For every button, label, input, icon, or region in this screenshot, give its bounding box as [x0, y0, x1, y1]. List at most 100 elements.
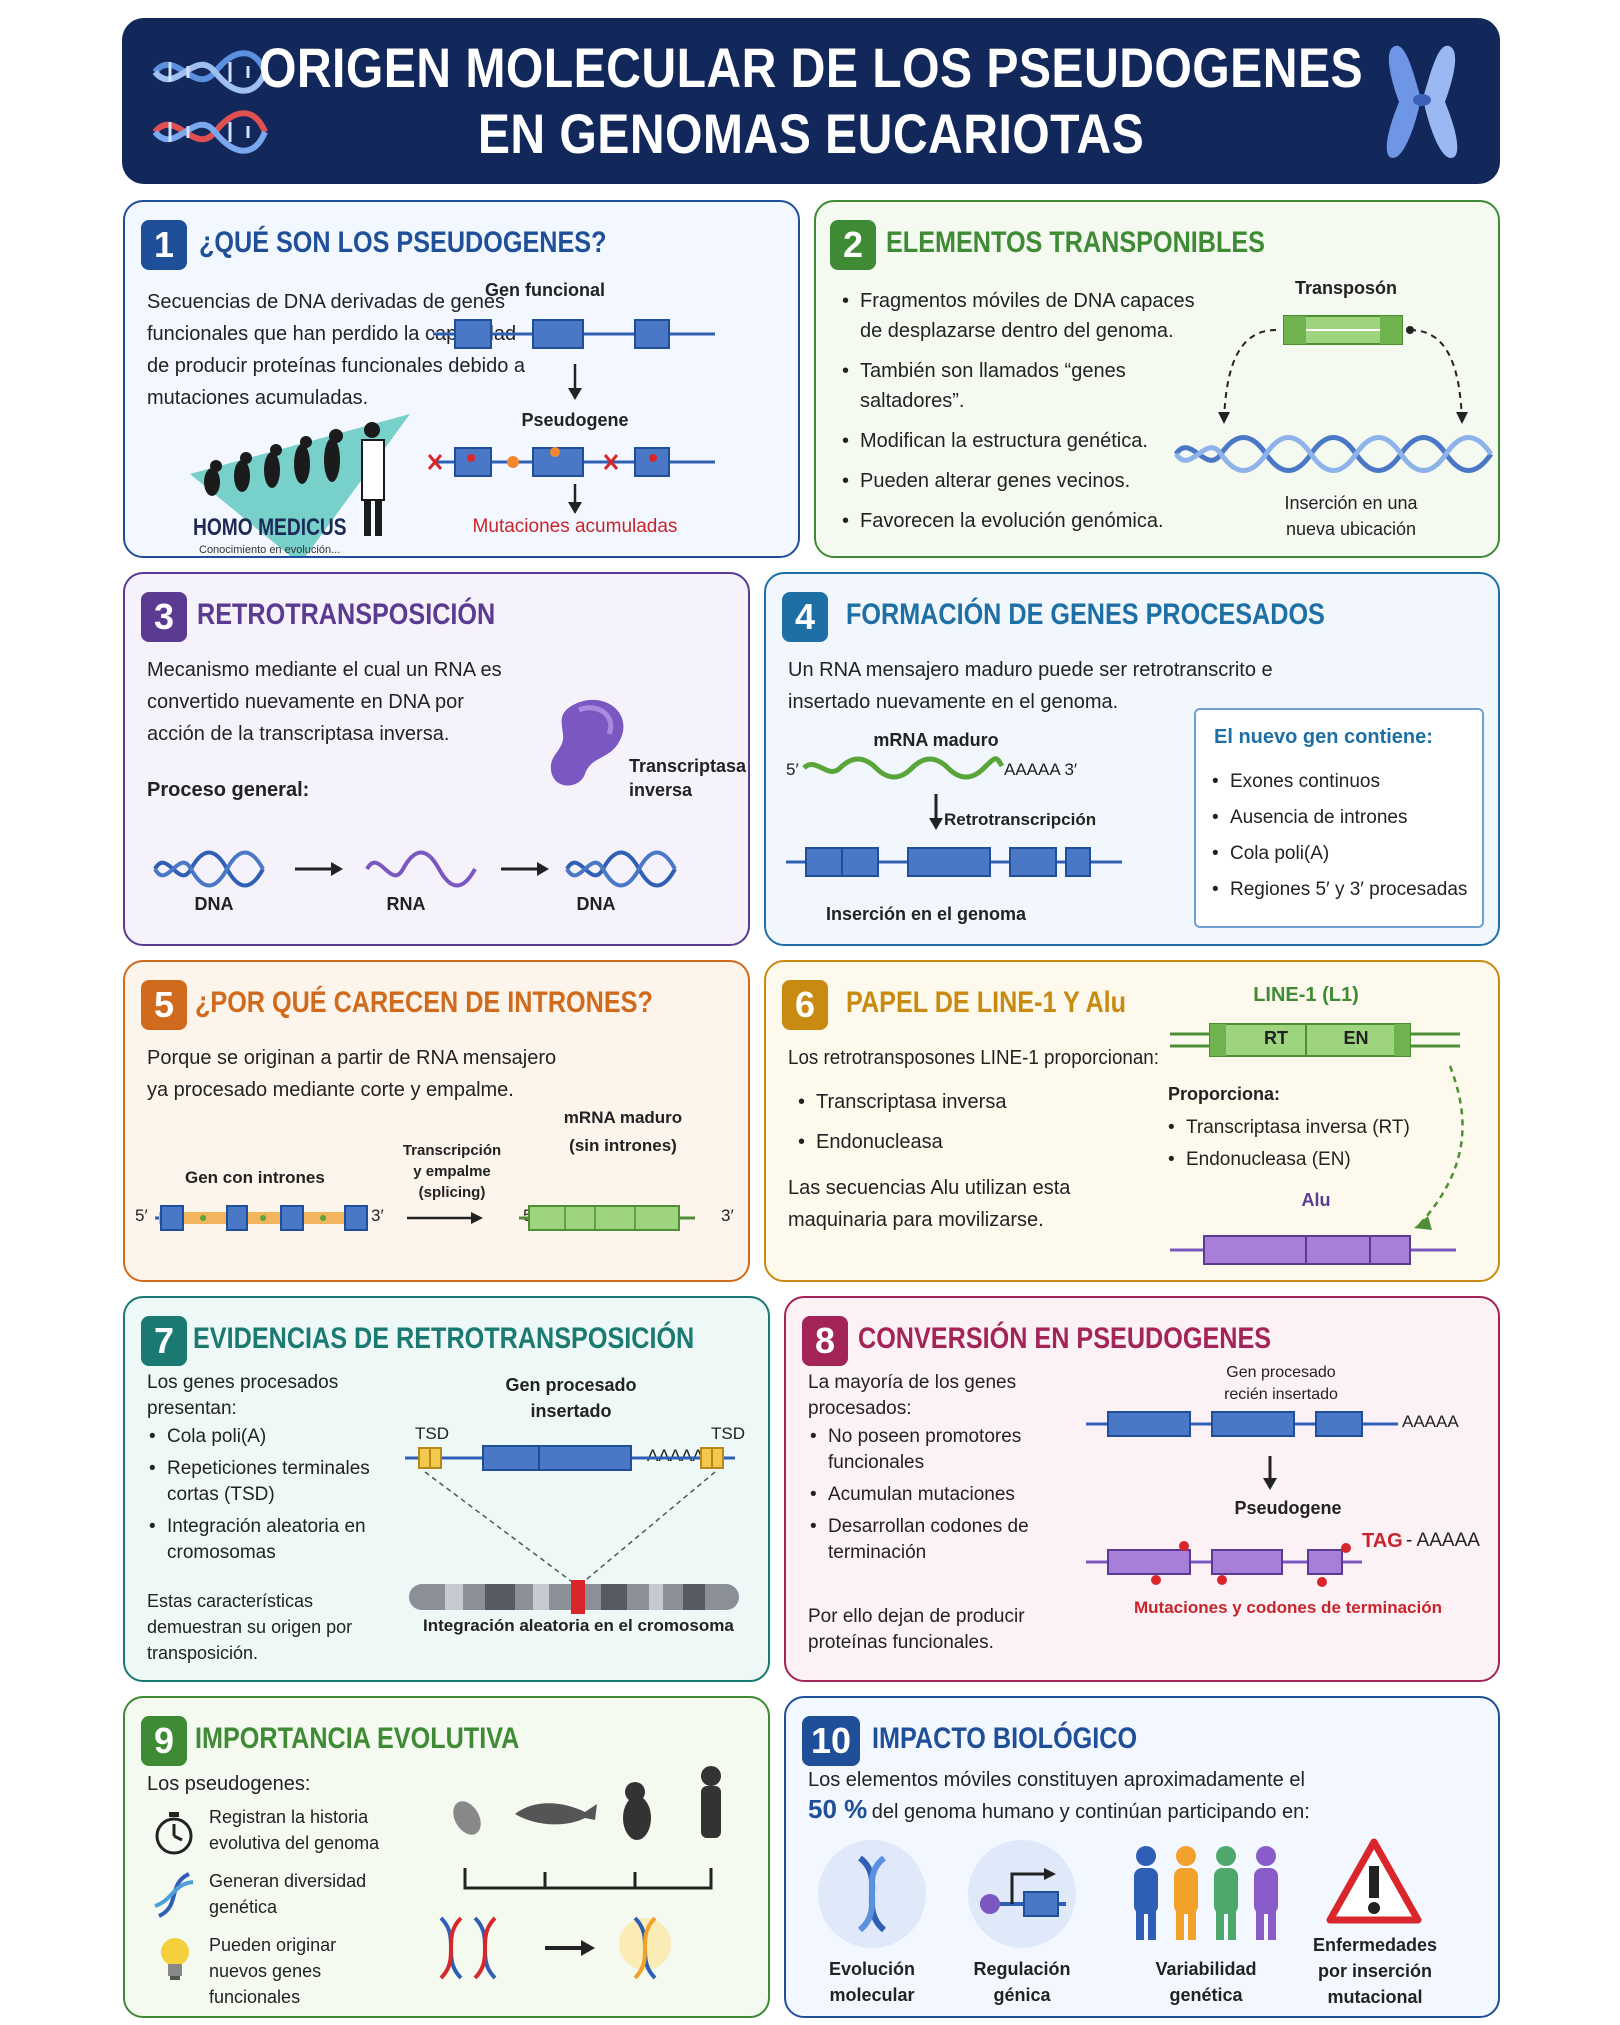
section-text-2: Por ello dejan de producir proteínas fun… [808, 1606, 1025, 1653]
evolution-logo-icon [190, 414, 410, 556]
evolution-dna-icon [818, 1840, 926, 1948]
retro-label: Retrotranscripción [944, 810, 1097, 829]
proporciona-label: Proporciona: [1168, 1084, 1281, 1104]
box-list: Exones continuos Ausencia de intrones Co… [1210, 764, 1480, 908]
section-number: 6 [782, 980, 828, 1030]
dna-icon [154, 1872, 194, 1918]
section-10-card: 10 IMPACTO BIOLÓGICO Los elementos móvil… [784, 1696, 1500, 2018]
section-9-card: 9 IMPORTANCIA EVOLUTIVA Los pseudogenes:… [123, 1696, 770, 2018]
insercion-label: Inserción en el genoma [826, 904, 1027, 924]
integration-diagram [405, 1445, 739, 1614]
page-title: ORIGEN MOLECULAR DE LOS PSEUDOGENES EN G… [218, 18, 1403, 184]
list-item: Repeticiones terminales cortas (TSD) [147, 1456, 377, 1508]
section-8-card: 8 CONVERSIÓN EN PSEUDOGENES La mayoría d… [784, 1296, 1500, 1682]
conversion-list: No poseen promotores funcionales Acumula… [808, 1424, 1048, 1566]
list-item: Fragmentos móviles de DNA capaces de des… [840, 286, 1200, 346]
dna-to-rna-diagram [153, 850, 677, 888]
section-number: 10 [802, 1716, 860, 1766]
integracion-label: Integración aleatoria en el cromosoma [423, 1616, 734, 1635]
list-item: Transcriptasa inversa [796, 1082, 1096, 1122]
impact-label: Enfermedades por inserción mutacional [1312, 1935, 1438, 2007]
list-item: Acumulan mutaciones [808, 1482, 1048, 1508]
line1-list: Transcriptasa inversa Endonucleasa [796, 1082, 1096, 1162]
gen-procesado-label: Gen procesado recién insertado [1224, 1364, 1338, 1403]
section-title: IMPORTANCIA EVOLUTIVA [195, 1722, 520, 1755]
gen-funcional-label: Gen funcional [484, 280, 605, 300]
processed-gene-diagram [786, 756, 1122, 877]
list-item: Desarrollan codones de terminación [808, 1514, 1048, 1566]
mrna-label: mRNA maduro (sin intrones) [563, 1108, 683, 1155]
section-number: 4 [782, 592, 828, 642]
section-title: PAPEL DE LINE-1 Y Alu [846, 986, 1127, 1019]
section-title: ELEMENTOS TRANSPONIBLES [886, 226, 1265, 259]
section-number: 3 [141, 592, 187, 642]
evidence-list: Cola poli(A) Repeticiones terminales cor… [147, 1424, 377, 1566]
list-item: Cola poli(A) [1210, 836, 1480, 872]
proceso-label: Proceso general: [147, 779, 310, 801]
section-title: ¿QUÉ SON LOS PSEUDOGENES? [199, 226, 607, 259]
section-number: 5 [141, 980, 187, 1030]
section-1-card: 1 ¿QUÉ SON LOS PSEUDOGENES? Secuencias d… [123, 200, 800, 558]
section-title: RETROTRANSPOSICIÓN [197, 598, 496, 631]
impact-label: Variabilidad genética [1155, 1959, 1257, 2005]
box-title: El nuevo gen contiene: [1214, 726, 1433, 748]
section-text-2: Las secuencias Alu utilizan esta maquina… [788, 1177, 1071, 1231]
impact-label: Evolución molecular [828, 1959, 915, 2005]
list-item: Integración aleatoria en cromosomas [147, 1514, 377, 1566]
enzyme-label: Transcriptasa inversa [629, 756, 747, 800]
splicing-label: Transcripción y empalme (splicing) [402, 1142, 502, 1201]
mutaciones-label: Mutaciones y codones de terminación [1134, 1598, 1442, 1617]
title-line-1: ORIGEN MOLECULAR DE LOS PSEUDOGENES [258, 36, 1364, 99]
percentage-value: 50 % [808, 1794, 868, 1824]
enzyme-icon [550, 699, 624, 786]
three-prime-label: 3′ [371, 1206, 384, 1225]
polya-label: AAAAA [647, 1446, 704, 1465]
transposon-diagram [1173, 315, 1494, 473]
section-text: Secuencias de DNA derivadas de genes fun… [147, 291, 526, 409]
section-text-2: Estas características demuestran su orig… [147, 1591, 353, 1663]
five-prime-label: 5′ [135, 1206, 148, 1225]
gene-diagram [427, 319, 715, 514]
rt-label: RT [1264, 1028, 1288, 1048]
section-title: CONVERSIÓN EN PSEUDOGENES [858, 1322, 1272, 1355]
logo-name: HOMO MEDICUS [193, 514, 347, 541]
section-text: Porque se originan a partir de RNA mensa… [147, 1047, 557, 1101]
lightbulb-icon [161, 1938, 189, 1980]
proporciona-list: Transcriptasa inversa (RT) Endonucleasa … [1166, 1112, 1426, 1176]
section-text: Los retrotransposones LINE-1 proporciona… [788, 1047, 1159, 1069]
pseudogene-label: Pseudogene [1234, 1498, 1342, 1518]
section-text: Los pseudogenes: [147, 1773, 311, 1795]
section-number: 8 [802, 1316, 848, 1366]
list-item: Pueden originar nuevos genes funcionales [209, 1935, 337, 2007]
section-2-card: 2 ELEMENTOS TRANSPONIBLES Fragmentos móv… [814, 200, 1500, 558]
people-icon [1134, 1846, 1278, 1940]
polya-label: - AAAAA [1406, 1530, 1480, 1551]
list-item: Modifican la estructura genética. [840, 426, 1200, 456]
section-title: EVIDENCIAS DE RETROTRANSPOSICIÓN [193, 1322, 695, 1355]
section-title: IMPACTO BIOLÓGICO [872, 1722, 1138, 1755]
section-text-2: del genoma humano y continúan participan… [871, 1801, 1310, 1823]
gene-regulation-icon [968, 1840, 1076, 1948]
mrna-label: mRNA maduro [873, 730, 999, 750]
logo-tagline: Conocimiento en evolución... [199, 544, 341, 556]
insercion-label: Inserción en una nueva ubicación [1284, 493, 1418, 539]
dna-icon [152, 50, 268, 154]
list-item: También son llamados “genes saltadores”. [840, 356, 1200, 416]
new-gene-box: El nuevo gen contiene: Exones continuos … [1194, 708, 1484, 928]
section-text-1: Los elementos móviles constituyen aproxi… [808, 1769, 1305, 1791]
list-item: Endonucleasa [796, 1122, 1096, 1162]
section-7-card: 7 EVIDENCIAS DE RETROTRANSPOSICIÓN Los g… [123, 1296, 770, 1682]
section-number: 1 [141, 220, 187, 270]
tsd-label: TSD [415, 1424, 449, 1443]
section-5-card: 5 ¿POR QUÉ CARECEN DE INTRONES? Porque s… [123, 960, 750, 1282]
polya-label: AAAAA [1402, 1412, 1459, 1431]
conversion-diagram [1086, 1411, 1398, 1587]
stopwatch-icon [155, 1812, 193, 1855]
evolution-tree-icon [439, 1766, 721, 1980]
list-item: Generan diversidad genética [209, 1871, 367, 1917]
list-item: Registran la historia evolutiva del geno… [209, 1807, 380, 1853]
five-prime-label: 5′ [786, 760, 799, 779]
pseudogene-label: Pseudogene [521, 410, 629, 430]
list-item: Regiones 5′ y 3′ procesadas [1210, 872, 1480, 908]
list-item: Favorecen la evolución genómica. [840, 506, 1200, 536]
